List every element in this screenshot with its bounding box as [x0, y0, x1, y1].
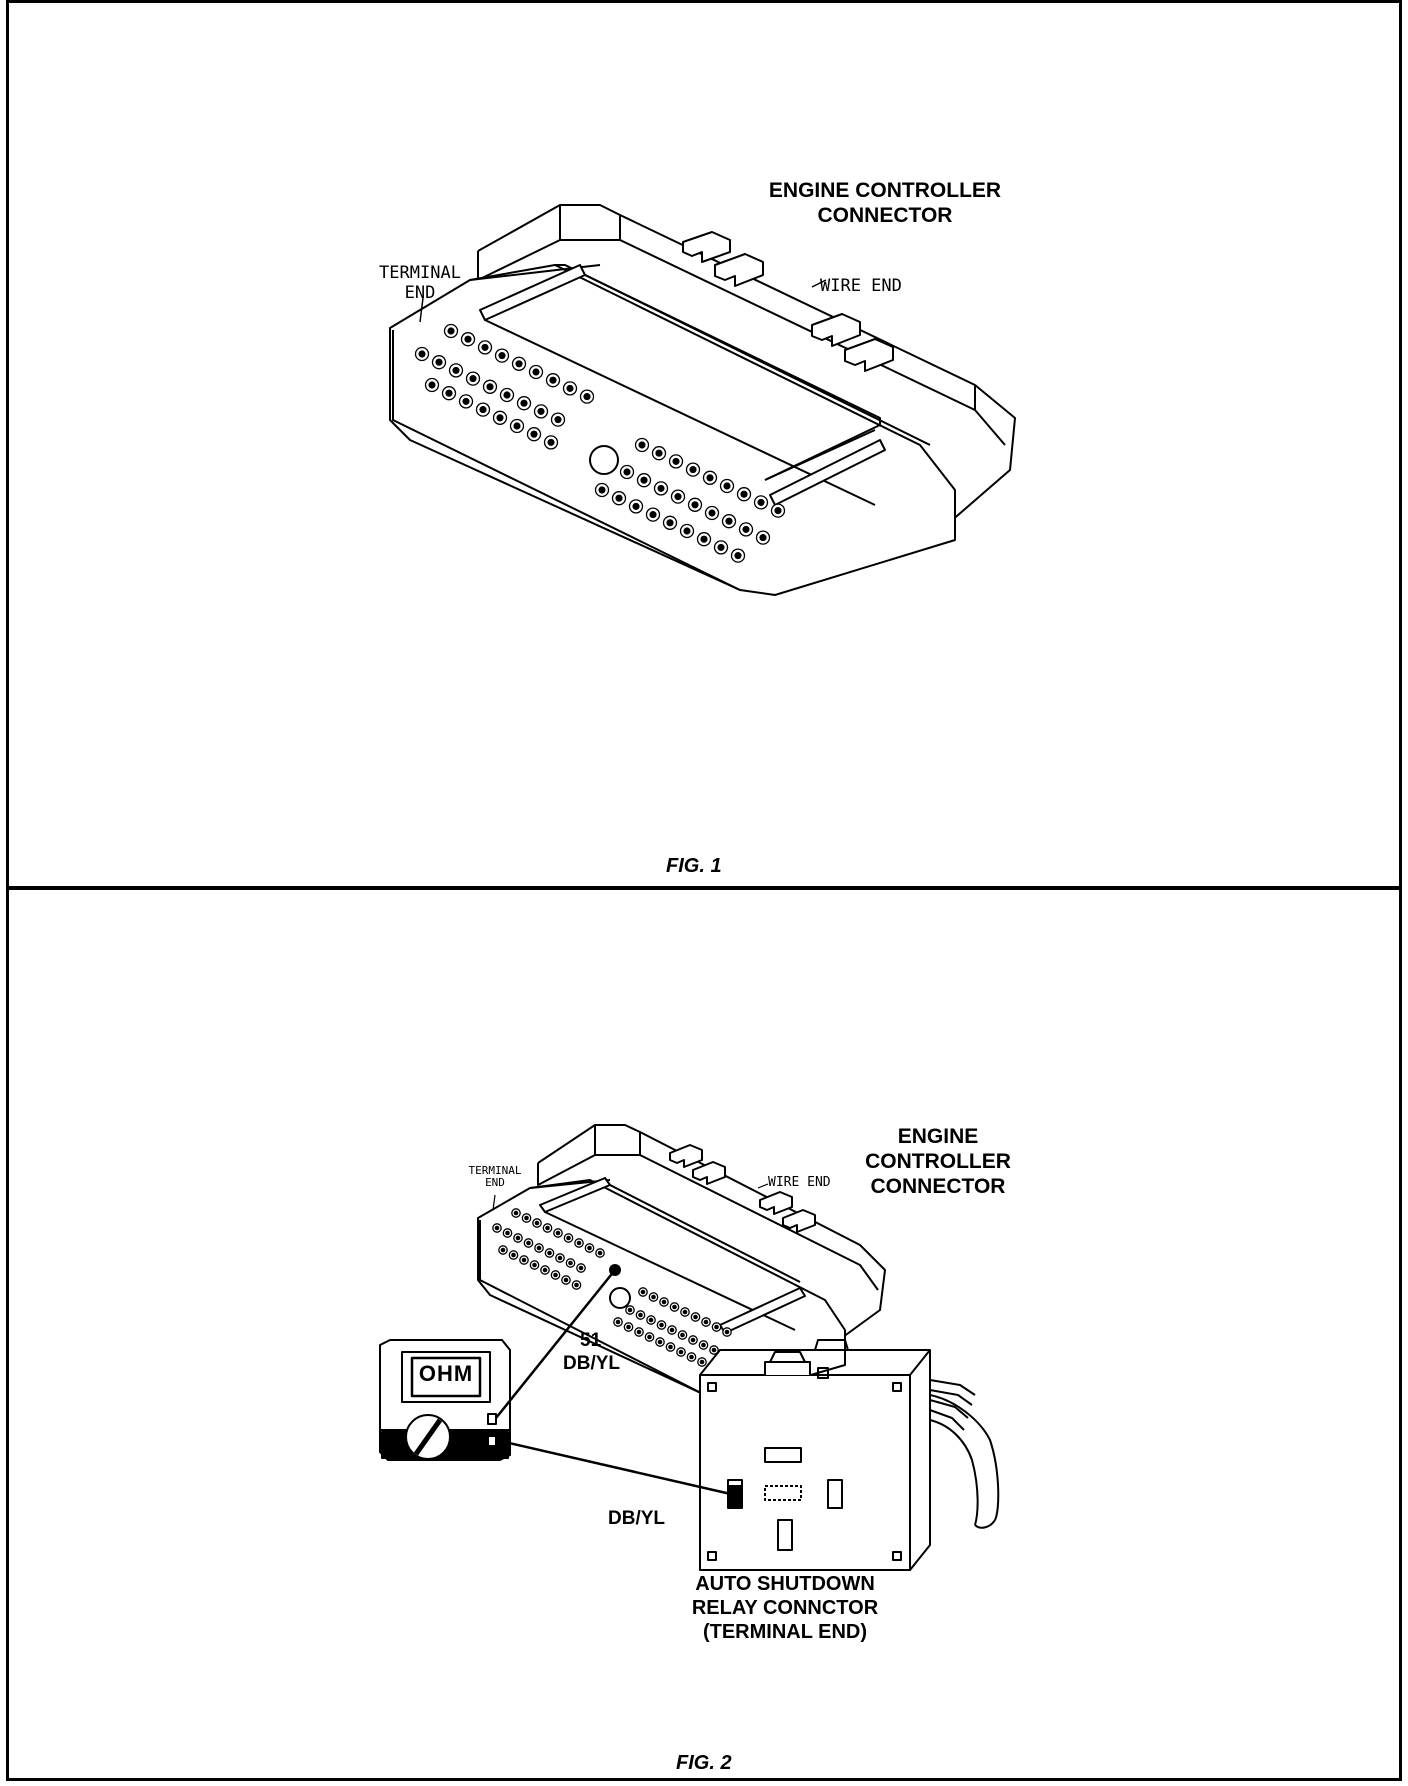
figure-2-panel: [6, 886, 1402, 1781]
fig1-wire-end-label: WIRE END: [820, 276, 902, 296]
fig2-caption: FIG. 2: [676, 1752, 732, 1774]
fig2-relay-line2: RELAY CONNCTOR: [691, 1597, 879, 1619]
fig2-title-line2: CONTROLLER: [865, 1150, 1011, 1174]
fig2-title-line3: CONNECTOR: [870, 1175, 1006, 1199]
fig1-terminal-end-line1: TERMINAL: [379, 263, 461, 283]
fig1-title-line2: CONNECTOR: [817, 204, 953, 228]
fig2-terminal-end-label: TERMINAL END: [455, 1164, 535, 1190]
fig1-connector-drawing: [389, 204, 1016, 596]
fig2-title-line1: ENGINE: [897, 1125, 979, 1148]
fig2-title: ENGINE CONTROLLER CONNECTOR: [848, 1124, 1028, 1200]
fig1-terminal-end-line2: END: [404, 282, 436, 303]
fig1-caption: FIG. 1: [666, 855, 722, 877]
fig2-terminal-end-line1: TERMINAL: [468, 1164, 522, 1177]
fig2-pin-wire-color: DB/YL: [563, 1353, 620, 1374]
fig2-relay-line1: AUTO SHUTDOWN: [695, 1573, 875, 1595]
fig2-terminal-end-line2: END: [485, 1176, 505, 1190]
fig2-relay-wire-color: DB/YL: [608, 1508, 665, 1529]
fig2-relay-label: AUTO SHUTDOWN RELAY CONNCTOR (TERMINAL E…: [665, 1572, 905, 1644]
fig2-wire-end-label: WIRE END: [768, 1175, 831, 1190]
fig2-relay-line3: (TERMINAL END): [702, 1621, 868, 1643]
fig1-terminal-end-label: TERMINAL END: [370, 263, 470, 303]
fig1-title-line1: ENGINE CONTROLLER: [768, 179, 1002, 202]
fig2-meter-display: OHM: [418, 1361, 474, 1386]
fig2-pin-number: 51: [580, 1330, 602, 1351]
fig1-title: ENGINE CONTROLLER CONNECTOR: [760, 178, 1010, 228]
